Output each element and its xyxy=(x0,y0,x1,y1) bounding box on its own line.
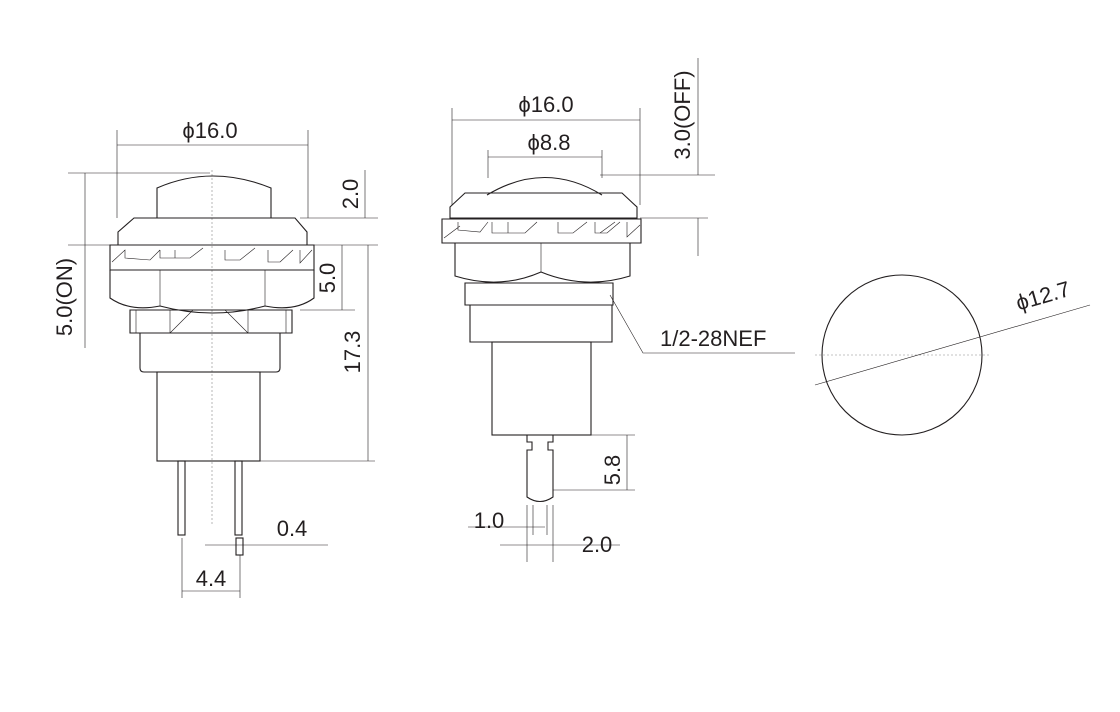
pin-width-2-label: 2.0 xyxy=(582,532,613,557)
side-diameter-label: ϕ16.0 xyxy=(518,92,573,117)
side-pin xyxy=(526,435,554,503)
pin-width-1-label: 1.0 xyxy=(474,508,505,533)
side-body xyxy=(491,341,592,436)
travel-on-label: 5.0(ON) xyxy=(52,258,77,336)
cutout-circle xyxy=(821,274,983,436)
side-view: ϕ16.0 ϕ8.8 3.0(OFF) 1/2-28NEF 5.8 1.0 2.… xyxy=(441,58,795,562)
cutout-diameter-label: ϕ12.7 xyxy=(1013,276,1073,315)
cap-diameter-label: ϕ8.8 xyxy=(528,130,571,155)
side-bushing xyxy=(469,304,613,343)
body-length-label: 17.3 xyxy=(340,331,365,374)
front-hex-nut xyxy=(109,270,315,314)
front-washer xyxy=(129,309,293,334)
front-pin-right xyxy=(234,460,243,536)
side-bezel xyxy=(449,192,638,219)
pin-spacing-label: 4.4 xyxy=(196,566,227,591)
front-body xyxy=(156,371,261,462)
cap-height-label: 2.0 xyxy=(338,179,363,210)
side-cap xyxy=(486,176,603,196)
pin-thickness-label: 0.4 xyxy=(277,516,308,541)
side-hex-nut xyxy=(454,243,631,283)
front-bushing xyxy=(139,332,281,373)
front-diameter-label: ϕ16.0 xyxy=(182,118,237,143)
front-pin-section xyxy=(235,537,244,556)
side-knurl-ring xyxy=(441,218,642,244)
cutout-view: ϕ12.7 xyxy=(814,274,1091,436)
front-cap xyxy=(156,175,272,218)
nut-height-label: 5.0 xyxy=(315,263,340,294)
thread-label: 1/2-28NEF xyxy=(660,326,766,351)
travel-off-label: 3.0(OFF) xyxy=(670,70,695,159)
side-thread xyxy=(464,282,614,306)
front-view: ϕ16.0 2.0 5.0 17.3 5.0(ON) 0.4 4.4 xyxy=(52,118,378,598)
front-pin-left xyxy=(177,460,186,536)
pin-length-label: 5.8 xyxy=(600,455,625,486)
front-bezel xyxy=(117,217,308,246)
